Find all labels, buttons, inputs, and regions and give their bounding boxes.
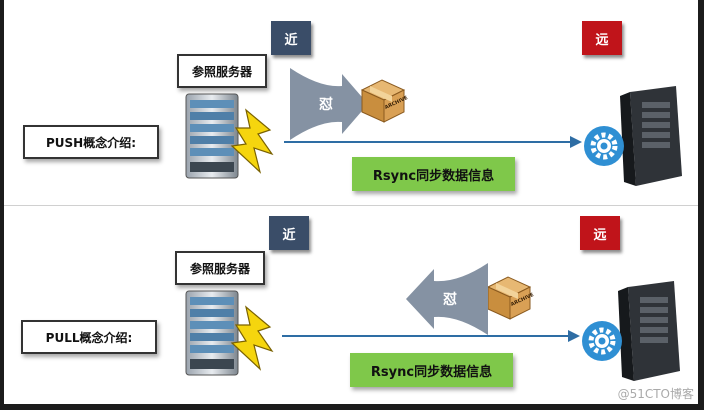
tower-server-icon xyxy=(582,281,680,381)
archive-box-icon xyxy=(486,276,532,320)
push-concept-label: PUSH概念介绍: xyxy=(23,125,159,159)
near-badge: 近 xyxy=(269,216,309,250)
near-badge: 近 xyxy=(271,21,311,55)
server-rack-icon xyxy=(185,93,274,179)
far-badge: 远 xyxy=(582,21,622,55)
sync-label: Rsync同步数据信息 xyxy=(352,157,515,191)
lightning-icon xyxy=(230,305,274,371)
far-badge: 远 xyxy=(580,216,620,250)
archive-box-icon xyxy=(360,79,406,123)
gear-icon xyxy=(582,321,622,361)
push-panel: 近 远 参照服务器 PUSH概念介绍: 怼 ARCHIVE Rsync同步数 xyxy=(23,21,682,191)
sync-label: Rsync同步数据信息 xyxy=(350,353,513,387)
server-rack-icon xyxy=(185,290,274,376)
reference-server-label: 参照服务器 xyxy=(177,54,267,88)
gear-icon xyxy=(584,126,624,166)
push-sync-line xyxy=(284,136,582,148)
push-arrow-char: 怼 xyxy=(319,97,333,113)
pull-concept-label: PULL概念介绍: xyxy=(21,320,157,354)
lightning-icon xyxy=(230,108,274,174)
section-divider xyxy=(4,205,698,206)
push-arrow-icon xyxy=(290,68,368,140)
watermark: @51CTO博客 xyxy=(617,387,694,401)
pull-arrow-char: 怼 xyxy=(443,292,457,308)
pull-panel: 近 远 参照服务器 PULL概念介绍: ARCHIVE 怼 Rsync同步数 xyxy=(0,205,704,410)
pull-arrow-icon xyxy=(406,263,488,335)
pull-sync-line xyxy=(282,330,580,342)
reference-server-label: 参照服务器 xyxy=(175,251,265,285)
tower-server-icon xyxy=(584,86,682,186)
